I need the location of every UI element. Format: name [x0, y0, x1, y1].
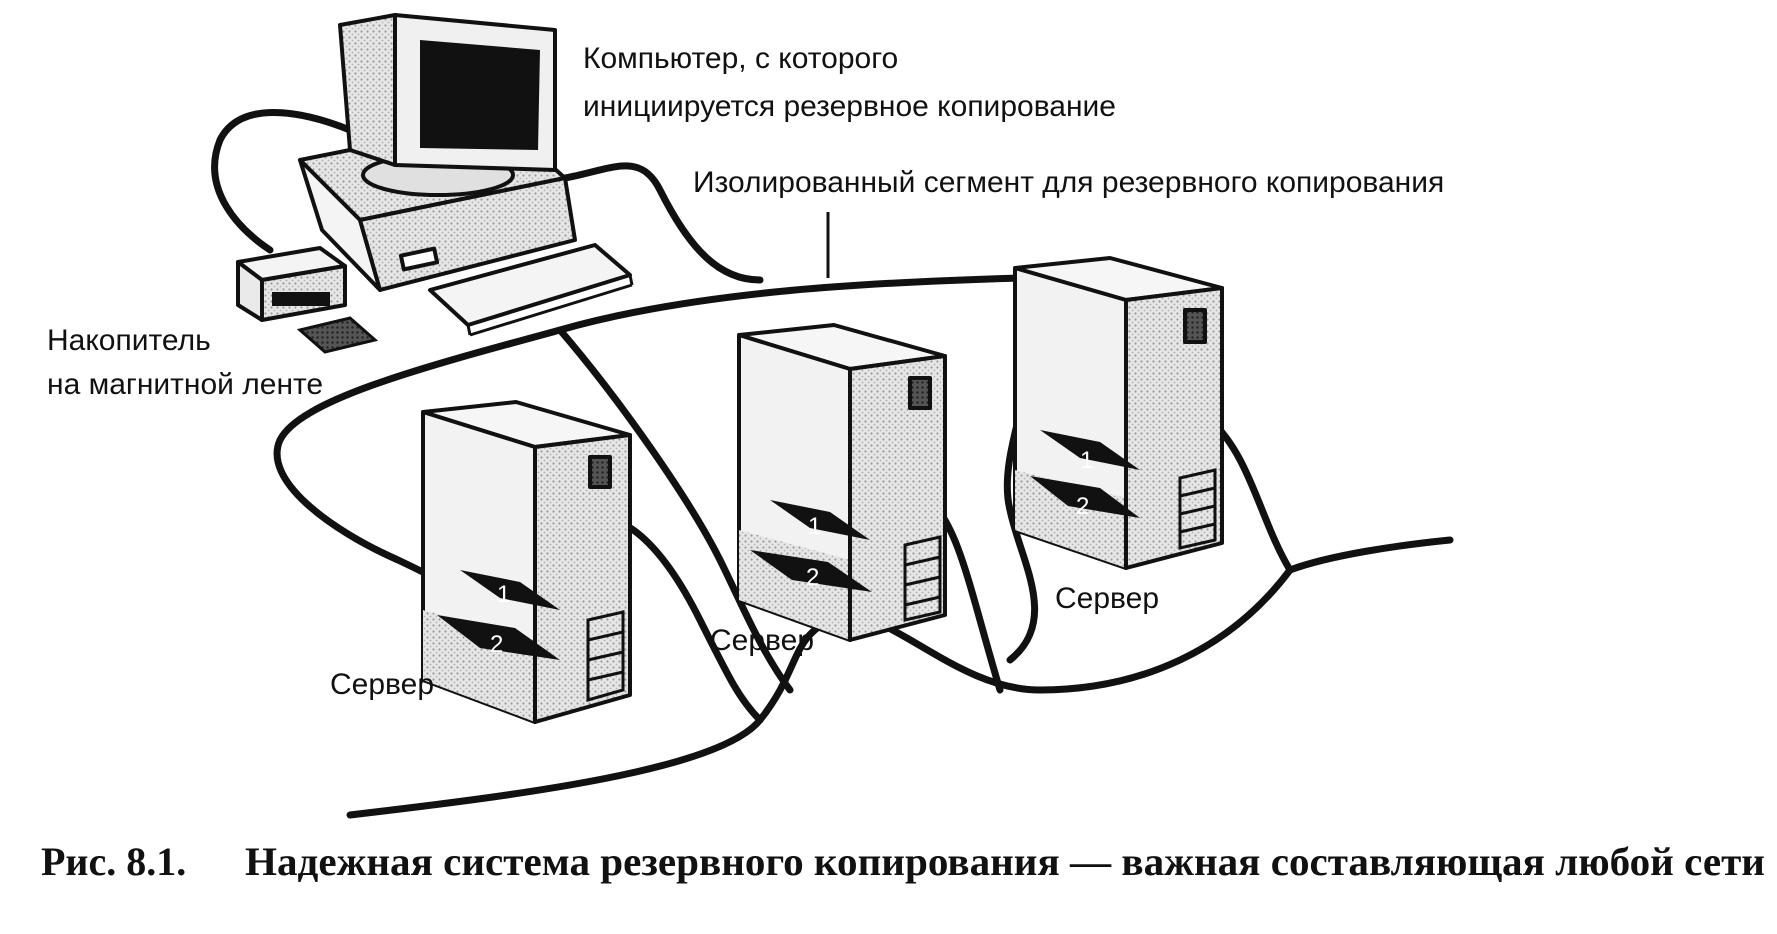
server-3-nic-2-label: 2: [1076, 493, 1089, 520]
server-2: 1 2 Сервер: [710, 323, 947, 657]
figure-caption: Рис. 8.1. Надежная система резервного ко…: [41, 839, 1765, 884]
segment-label: Изолированный сегмент для резервного коп…: [693, 166, 1444, 199]
server-2-indicator: [908, 376, 932, 410]
server-3-indicator: [1183, 308, 1207, 344]
server-2-nic-1: [770, 500, 870, 540]
backup-computer: [298, 13, 634, 337]
floppy-slot: [398, 246, 440, 272]
server-2-vents: [903, 535, 942, 622]
computer-to-segment-cable: [561, 162, 764, 284]
computer-label-line-1: Компьютер, с которого: [583, 42, 898, 75]
tape-label-line-1: Накопитель: [47, 324, 211, 357]
server-3-nic-2: [1030, 476, 1140, 518]
server-1-nic-2: [437, 615, 560, 660]
server-2-label: Сервер: [710, 624, 814, 657]
server-3: 1 2 Сервер: [1013, 256, 1224, 615]
monitor-side: [338, 13, 397, 167]
server-1-vents: [586, 610, 625, 702]
tape-label-line-2: на магнитной ленте: [47, 368, 323, 401]
computer-to-tape-cable: [211, 109, 354, 254]
server-3-side: [1124, 286, 1224, 570]
server-3-label: Сервер: [1055, 582, 1159, 615]
server-2-nic-1-label: 1: [808, 513, 821, 540]
server-1-indicator: [588, 455, 612, 489]
server-1-label: Сервер: [330, 668, 434, 701]
server-1-nic-1-label: 1: [497, 581, 510, 608]
caption-text: Надежная система резервного копирования …: [245, 839, 1765, 884]
server-1-nic-1: [460, 570, 560, 610]
server-2-side: [848, 354, 947, 642]
server-1-side: [533, 433, 632, 724]
server-2-nic-2: [750, 550, 872, 592]
server-3-nic-1-label: 1: [1080, 447, 1093, 474]
tape-slot: [272, 292, 330, 306]
server-1-nic-2-label: 2: [490, 631, 503, 658]
computer-label-line-2: инициируется резервное копирование: [583, 90, 1116, 123]
backup-segment-cable: [273, 274, 1024, 624]
monitor-screen: [420, 40, 540, 150]
server-3-vents: [1178, 468, 1217, 550]
caption-number: Рис. 8.1.: [41, 839, 186, 884]
callout-labels: Компьютер, с которого инициируется резер…: [47, 42, 1444, 401]
server-3-nic-1: [1040, 430, 1140, 470]
server-1: 1 2 Сервер: [330, 400, 632, 724]
tape-cartridge: [296, 316, 379, 354]
server-2-nic-2-label: 2: [806, 564, 819, 591]
segment-branch-cable: [556, 326, 794, 694]
tape-drive: [236, 246, 379, 354]
